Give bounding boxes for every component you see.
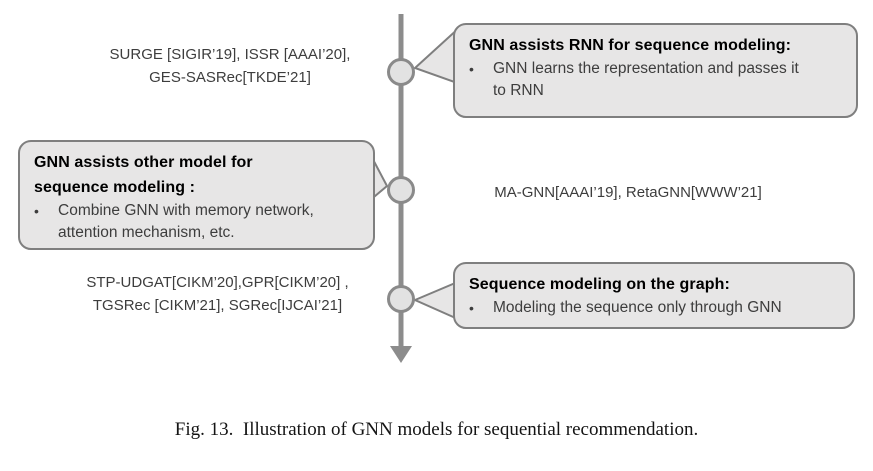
bullet-icon: • [34, 203, 39, 219]
callout-sequence-modeling-graph: Sequence modeling on the graph: • Modeli… [453, 262, 855, 329]
callout-title: Sequence modeling on the graph: [469, 276, 730, 293]
callout-gnn-assists-other-model: GNN assists other model for sequence mod… [18, 140, 375, 250]
timeline-node-2 [387, 176, 415, 204]
callout-bullet-text: Modeling the sequence only through GNN [493, 299, 782, 316]
timeline-graphic [367, 14, 461, 363]
callout-gnn-assists-rnn: GNN assists RNN for sequence modeling: •… [453, 23, 858, 118]
paper-list-bottom-left: STP-UDGAT[CIKM’20],GPR[CIKM’20] , TGSRec… [50, 271, 385, 317]
paper-list-middle-right: MA-GNN[AAAI’19], RetaGNN[WWW’21] [448, 181, 808, 204]
callout-bullet-text: GNN learns the representation and passes… [493, 60, 799, 99]
paper-list-line: SURGE [SIGIR’19], ISSR [AAAI’20], [109, 46, 351, 63]
callout-bullet: • GNN learns the representation and pass… [469, 58, 842, 102]
bullet-icon: • [469, 61, 474, 77]
callout-title: GNN assists other model for [34, 154, 253, 171]
timeline-node-3 [387, 285, 415, 313]
callout-bullet: • Combine GNN with memory network, atten… [34, 200, 359, 244]
callout-title: sequence modeling : [34, 179, 196, 196]
paper-list-top-left: SURGE [SIGIR’19], ISSR [AAAI’20], GES-SA… [65, 43, 395, 89]
paper-list-line: STP-UDGAT[CIKM’20],GPR[CIKM’20] , [86, 274, 349, 291]
callout-title: GNN assists RNN for sequence modeling: [469, 37, 792, 54]
paper-list-line: MA-GNN[AAAI’19], RetaGNN[WWW’21] [494, 184, 762, 201]
paper-list-line: GES-SASRec[TKDE’21] [149, 69, 311, 86]
figure-caption: Fig. 13. Illustration of GNN models for … [174, 419, 699, 440]
paper-list-line: TGSRec [CIKM’21], SGRec[IJCAI’21] [92, 297, 343, 314]
bullet-icon: • [469, 300, 474, 316]
timeline-node-1 [387, 58, 415, 86]
callout-bullet-text: Combine GNN with memory network, attenti… [58, 202, 314, 241]
timeline-arrowhead-icon [390, 346, 412, 363]
callout-bullet: • Modeling the sequence only through GNN [469, 297, 839, 319]
